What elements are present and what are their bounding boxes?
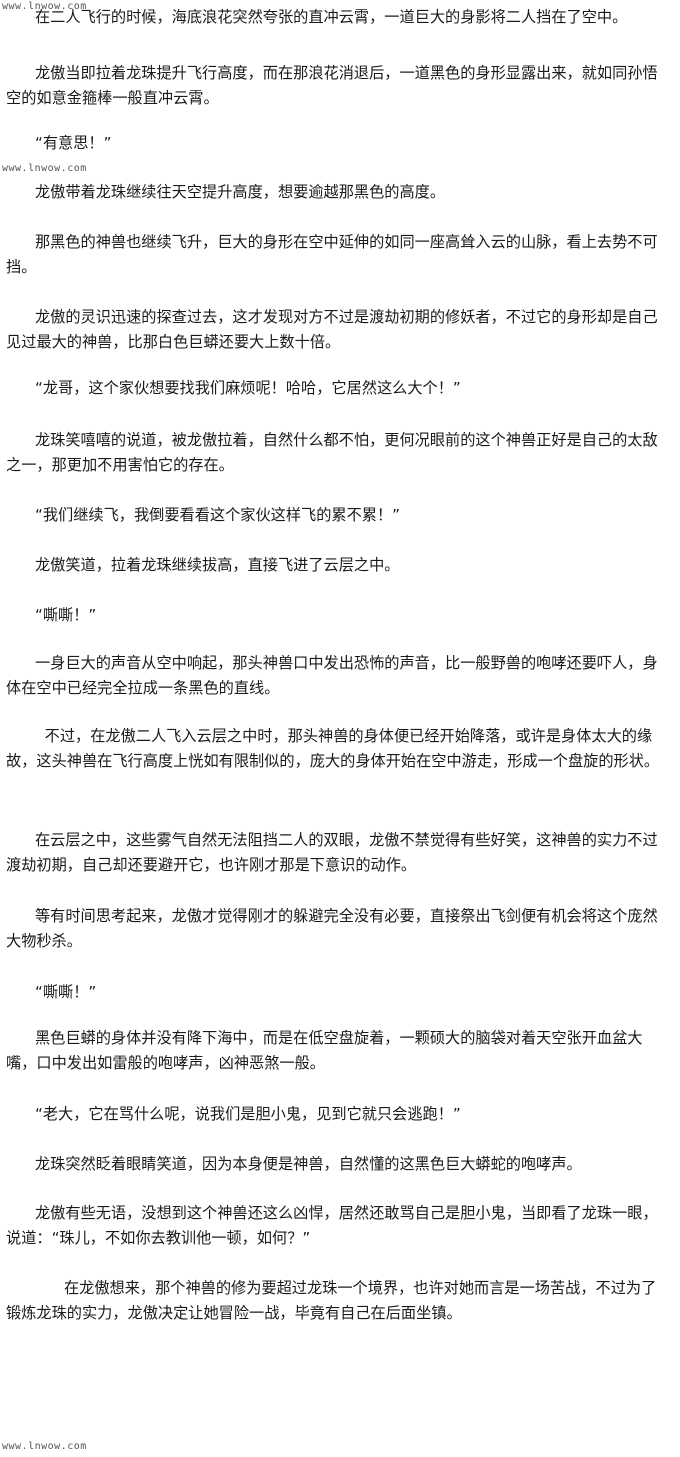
paragraph: 龙傲有些无语，没想到这个神兽还这么凶悍，居然还敢骂自己是胆小鬼，当即看了龙珠一眼…: [6, 1204, 658, 1247]
paragraph: 龙傲的灵识迅速的探查过去，这才发现对方不过是渡劫初期的修妖者，不过它的身形却是自…: [6, 308, 658, 351]
paragraph: “嘶嘶！”: [6, 983, 97, 1001]
paragraph: 等有时间思考起来，龙傲才觉得刚才的躲避完全没有必要，直接祭出飞剑便有机会将这个庞…: [6, 907, 658, 950]
paragraph: 龙傲笑道，拉着龙珠继续拔高，直接飞进了云层之中。: [6, 556, 400, 574]
paragraph: 在二人飞行的时候，海底浪花突然夸张的直冲云霄，一道巨大的身影将二人挡在了空中。: [6, 8, 628, 26]
paragraph: 龙傲当即拉着龙珠提升飞行高度，而在那浪花消退后，一道黑色的身形显露出来，就如同孙…: [6, 64, 658, 107]
paragraph: “嘶嘶！”: [6, 606, 97, 624]
paragraph: 一身巨大的声音从空中响起，那头神兽口中发出恐怖的声音，比一般野兽的咆哮还要吓人，…: [6, 654, 658, 697]
paragraph: 在龙傲想来，那个神兽的修为要超过龙珠一个境界，也许对她而言是一场苦战，不过为了锻…: [6, 1279, 657, 1322]
paragraph: “龙哥，这个家伙想要找我们麻烦呢！哈哈，它居然这么大个！”: [6, 379, 461, 397]
paragraph: “我们继续飞，我倒要看看这个家伙这样飞的累不累！”: [6, 506, 401, 524]
paragraph: “有意思！”: [6, 134, 112, 152]
paragraph: 龙傲带着龙珠继续往天空提升高度，想要逾越那黑色的高度。: [6, 183, 446, 201]
paragraph: 在云层之中，这些雾气自然无法阻挡二人的双眼，龙傲不禁觉得有些好笑，这神兽的实力不…: [6, 831, 658, 874]
paragraph: 龙珠笑嘻嘻的说道，被龙傲拉着，自然什么都不怕，更何况眼前的这个神兽正好是自己的太…: [6, 431, 658, 474]
watermark-top: www.lnwow.com: [2, 1, 87, 12]
paragraph: “老大，它在骂什么呢，说我们是胆小鬼，见到它就只会逃跑！”: [6, 1105, 461, 1123]
paragraph: 龙珠突然眨着眼睛笑道，因为本身便是神兽，自然懂的这黑色巨大蟒蛇的咆哮声。: [6, 1155, 582, 1173]
paragraph: 不过，在龙傲二人飞入云层之中时，那头神兽的身体便已经开始降落，或许是身体太大的缘…: [6, 727, 660, 770]
watermark-middle: www.lnwow.com: [2, 163, 87, 174]
watermark-bottom: www.lnwow.com: [2, 1441, 87, 1452]
paragraph: 那黑色的神兽也继续飞升，巨大的身形在空中延伸的如同一座高耸入云的山脉，看上去势不…: [6, 233, 658, 276]
paragraph: 黑色巨蟒的身体并没有降下海中，而是在低空盘旋着，一颗硕大的脑袋对着天空张开血盆大…: [6, 1029, 643, 1072]
